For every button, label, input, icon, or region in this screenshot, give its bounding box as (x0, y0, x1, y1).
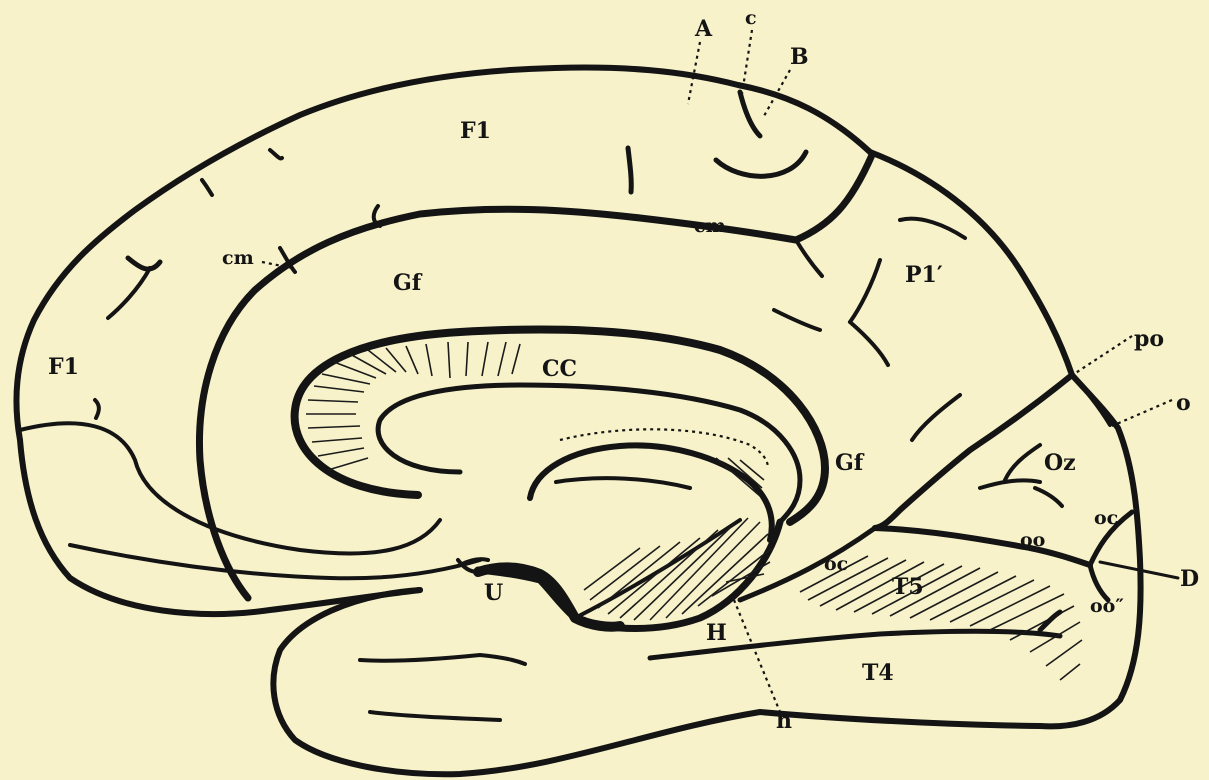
label-H: H (706, 620, 727, 646)
label-oc-right: oc (1094, 507, 1118, 529)
label-Oz: Oz (1044, 450, 1076, 476)
calcarine-fissure (875, 528, 1090, 565)
label-oo-double-prime: oo″ (1090, 595, 1124, 617)
label-o: o (1176, 390, 1191, 416)
label-D: D (1180, 566, 1199, 592)
label-B: B (790, 44, 809, 70)
label-A: A (694, 16, 713, 42)
label-c: c (745, 7, 757, 29)
label-Gf-right: Gf (835, 450, 865, 476)
label-cm-left: cm (222, 247, 254, 269)
label-CC: CC (542, 356, 577, 382)
label-T5: T5 (892, 574, 924, 600)
hippocampal-hatching (584, 458, 772, 620)
label-Gf-top: Gf (393, 270, 423, 296)
label-T4: T4 (862, 660, 894, 686)
label-U: U (484, 580, 503, 606)
hemisphere-outline (16, 68, 1140, 775)
parieto-occipital-fissure (875, 375, 1072, 528)
label-cm-mid: cm (694, 215, 726, 237)
label-oc-mid: oc (824, 553, 848, 575)
label-P1-prime: P1′ (905, 262, 943, 288)
label-F1-top: F1 (460, 118, 491, 144)
label-h: h (776, 708, 792, 734)
t5-sulcus (1040, 612, 1060, 630)
label-po: po (1134, 326, 1164, 352)
label-F1-left: F1 (48, 354, 79, 380)
label-oo: oo (1020, 529, 1045, 551)
